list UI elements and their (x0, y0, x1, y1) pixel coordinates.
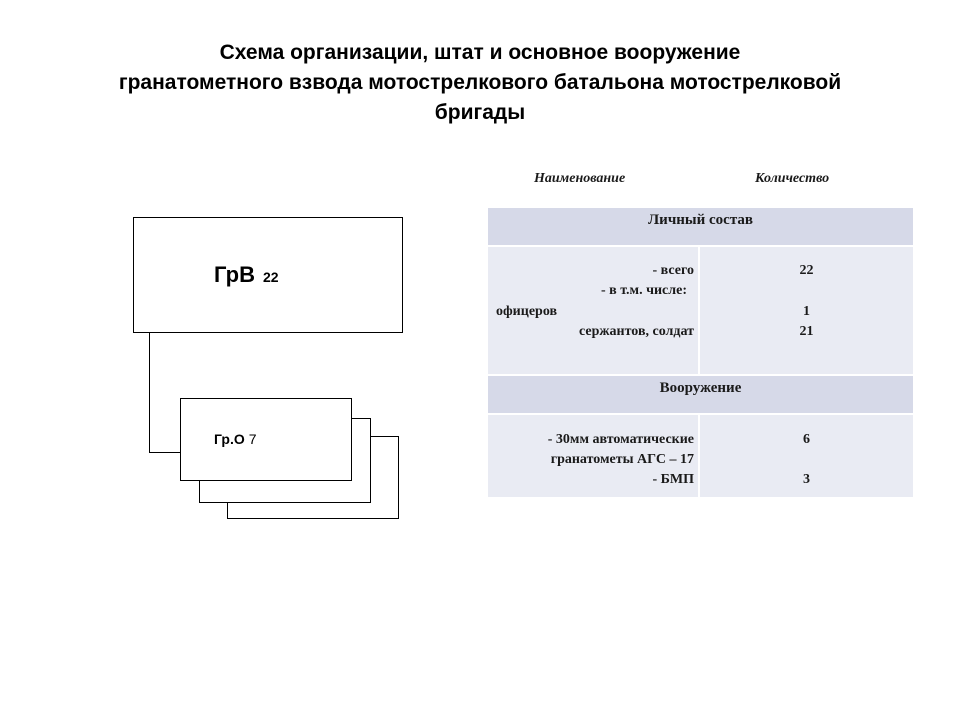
section-personnel: Личный состав (488, 208, 913, 245)
cell-divider (698, 247, 700, 374)
section-weapons-label: Вооружение (659, 380, 742, 396)
platoon-strength: 22 (262, 269, 279, 285)
weapons-line-ags: - 30мм автоматические (547, 432, 694, 447)
cell-divider (698, 415, 700, 497)
connector-horizontal (149, 452, 181, 453)
page-title: Схема организации, штат и основное воору… (60, 38, 900, 128)
personnel-line-officers: офицеров (496, 304, 558, 319)
platoon-label: ГрВ 22 (214, 262, 279, 288)
weapons-line-ags-name: гранатометы АГС – 17 (550, 452, 694, 467)
title-line-2: гранатометного взвода мотострелкового ба… (118, 71, 842, 94)
squad-strength: 7 (248, 431, 257, 447)
personnel-total-value: 22 (799, 263, 814, 278)
connector-vertical (149, 333, 150, 453)
section-personnel-label: Личный состав (648, 212, 753, 228)
weapons-ags-value: 6 (803, 432, 810, 447)
weapons-bmp-value: 3 (803, 472, 810, 487)
platoon-abbr: ГрВ (214, 262, 255, 287)
header-name: Наименование (534, 171, 626, 186)
personnel-soldiers-value: 21 (799, 324, 814, 339)
squad-abbr: Гр.О (214, 431, 245, 447)
title-line-3: бригады (434, 101, 526, 124)
platoon-box: ГрВ 22 (133, 217, 403, 333)
personnel-line-soldiers: сержантов, солдат (579, 324, 694, 339)
personnel-line-total: - всего (652, 263, 694, 278)
personnel-line-including: - в т.м. числе: (601, 283, 687, 298)
title-line-1: Схема организации, штат и основное воору… (219, 41, 741, 64)
weapons-row: - 30мм автоматические гранатометы АГС – … (488, 415, 913, 497)
section-weapons: Вооружение (488, 376, 913, 413)
weapons-line-bmp: - БМП (652, 472, 694, 487)
header-quantity: Количество (755, 171, 830, 186)
personnel-officers-value: 1 (803, 304, 810, 319)
personnel-row: - всего - в т.м. числе: офицеров сержант… (488, 247, 913, 374)
